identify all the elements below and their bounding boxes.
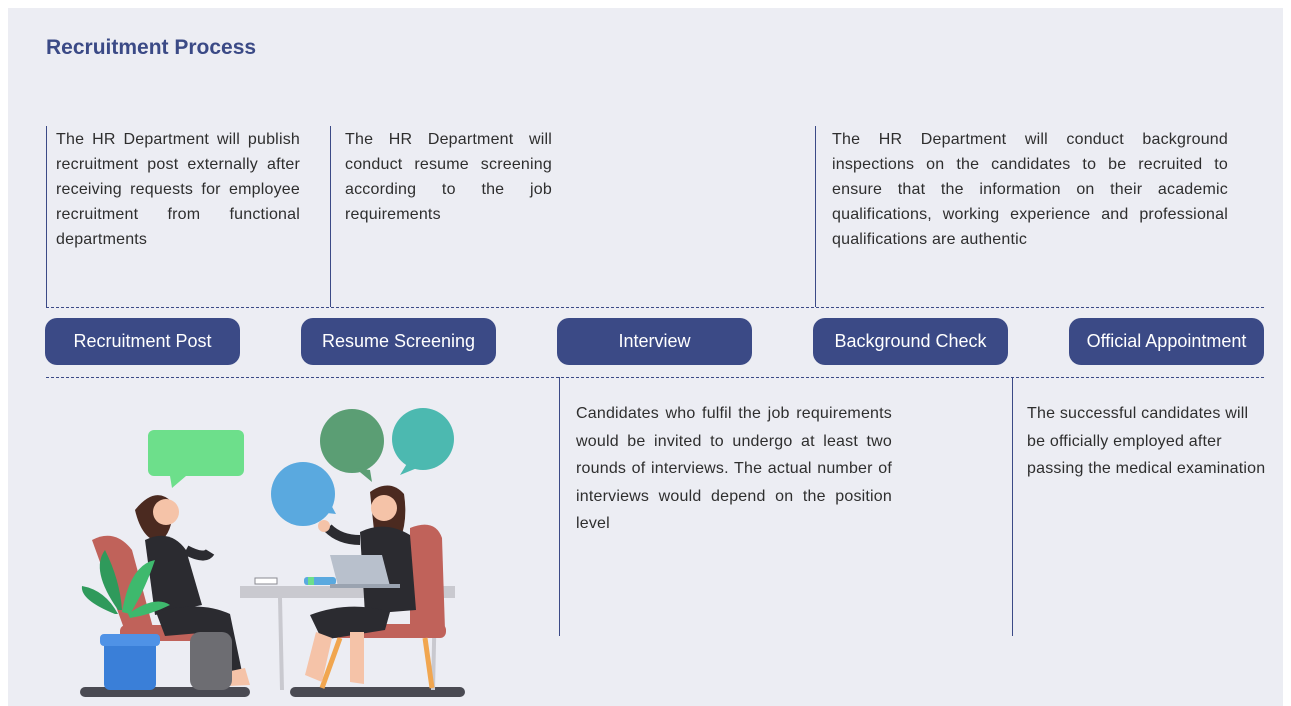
speech-bubble-icon: [271, 462, 336, 526]
step-interview[interactable]: Interview: [557, 318, 752, 365]
step-background-check[interactable]: Background Check: [813, 318, 1008, 365]
connector-line-resume-screening: [330, 126, 331, 307]
step-resume-screening[interactable]: Resume Screening: [301, 318, 496, 365]
step-description-official-appointment: The successful candidates will be offici…: [1027, 405, 1266, 477]
connector-line-interview: [559, 377, 560, 636]
speech-bubble-icon: [320, 409, 384, 482]
connector-line-official-appointment: [1012, 377, 1013, 636]
step-official-appointment[interactable]: Official Appointment: [1069, 318, 1264, 365]
step-description-resume-screening: The HR Department will conduct resume sc…: [345, 131, 552, 223]
bottom-dashed-line: [46, 377, 1264, 378]
step-description-interview: Candidates who fulfil the job requiremen…: [576, 405, 892, 532]
step-description-recruitment-post: The HR Department will publish recruitme…: [56, 131, 300, 248]
interview-illustration: [80, 408, 465, 697]
connector-line-background-check: [815, 126, 816, 307]
step-recruitment-post[interactable]: Recruitment Post: [45, 318, 240, 365]
connector-line-recruitment-post: [46, 126, 47, 307]
speech-bubble-icon: [148, 430, 244, 488]
speech-bubble-icon: [392, 408, 454, 475]
step-description-background-check: The HR Department will conduct backgroun…: [832, 131, 1228, 248]
top-dashed-line: [46, 307, 1264, 308]
page-title: Recruitment Process: [46, 36, 257, 59]
